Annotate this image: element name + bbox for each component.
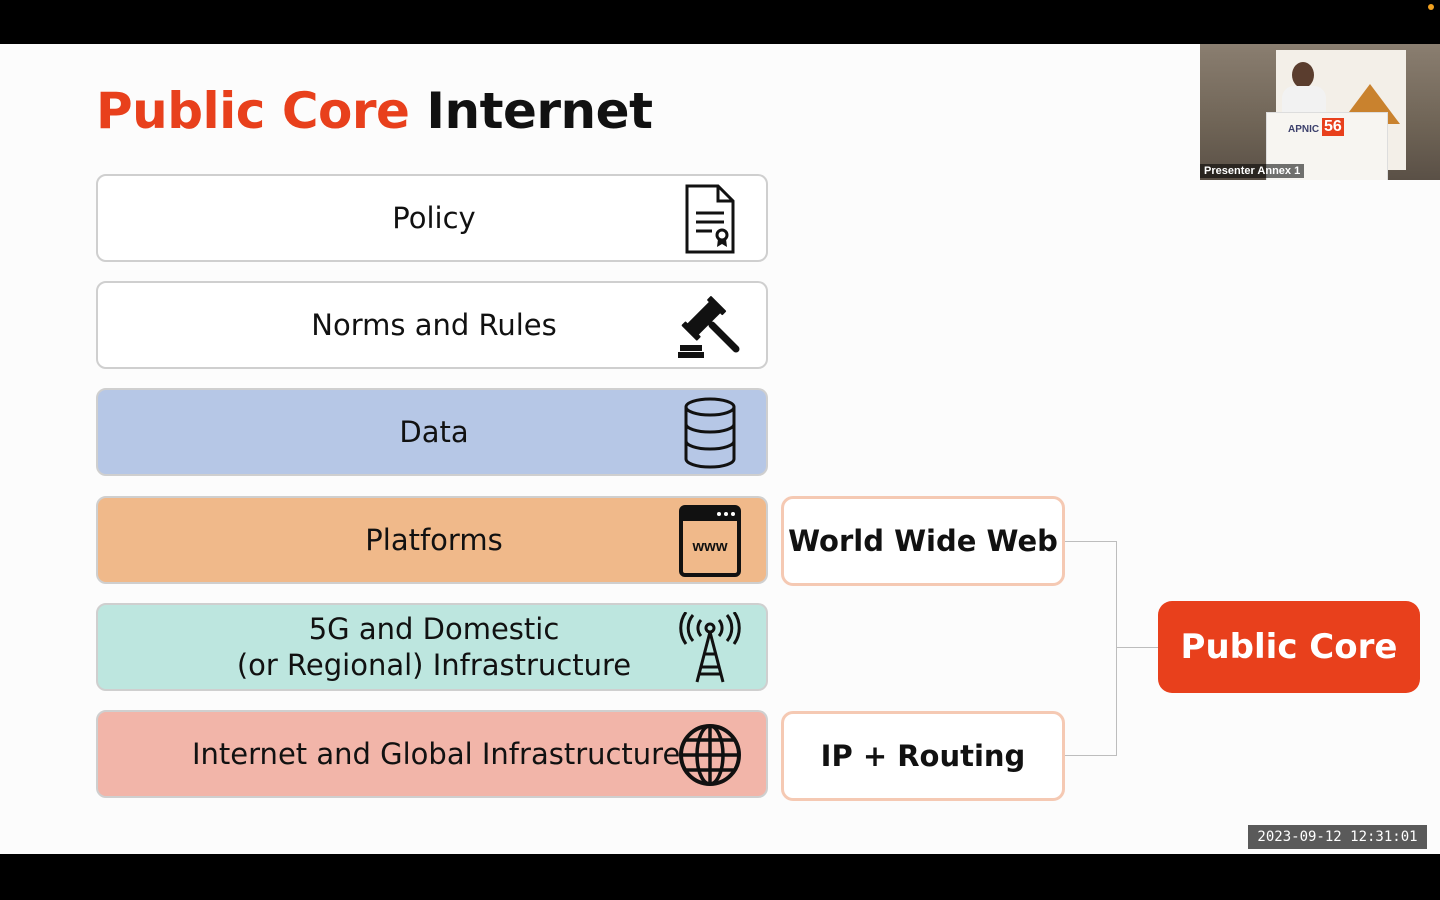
presenter-video[interactable]: APNIC 56 Presenter Annex 1 (1200, 44, 1440, 180)
database-icon (676, 397, 744, 469)
layer-label-line1: 5G and Domestic (308, 611, 560, 646)
layer-label: Norms and Rules (311, 307, 557, 342)
title-highlight: Public Core (96, 82, 410, 140)
connector-line (1116, 647, 1158, 648)
podium-brand: APNIC (1288, 124, 1320, 135)
layer-policy: Policy (96, 174, 768, 262)
recording-indicator-icon (1428, 4, 1434, 10)
presenter-head (1292, 62, 1314, 88)
title-rest: Internet (409, 82, 653, 140)
layer-platforms: Platforms www (96, 496, 768, 584)
policy-document-icon (676, 184, 744, 254)
radio-tower-icon (676, 612, 744, 683)
svg-text:www: www (691, 538, 727, 555)
world-wide-web-box: World Wide Web (781, 496, 1065, 586)
layer-label: Platforms (365, 522, 503, 557)
slide-title: Public Core Internet (96, 82, 653, 140)
public-core-box: Public Core (1158, 601, 1420, 693)
layer-label: Data (399, 414, 469, 449)
layer-label: Policy (392, 200, 476, 235)
video-timestamp: 2023-09-12 12:31:01 (1248, 825, 1427, 849)
layer-5g-domestic-infrastructure: 5G and Domestic (or Regional) Infrastruc… (96, 603, 768, 691)
connector-line (1065, 755, 1116, 756)
layer-label-line2: (or Regional) Infrastructure (236, 648, 632, 682)
podium-number: 56 (1322, 118, 1344, 136)
layer-data: Data (96, 388, 768, 476)
layer-internet-global-infrastructure: Internet and Global Infrastructure (96, 710, 768, 798)
globe-icon (676, 720, 744, 790)
layer-label: 5G and Domestic (or Regional) Infrastruc… (98, 605, 770, 689)
layer-label: Internet and Global Infrastructure (192, 736, 681, 771)
ip-routing-box: IP + Routing (781, 711, 1065, 801)
www-browser-icon: www (676, 505, 744, 577)
presenter-name-label: Presenter Annex 1 (1200, 164, 1305, 178)
connector-line (1116, 541, 1117, 756)
gavel-icon (676, 291, 744, 361)
connector-line (1065, 541, 1116, 542)
layer-norms-and-rules: Norms and Rules (96, 281, 768, 369)
